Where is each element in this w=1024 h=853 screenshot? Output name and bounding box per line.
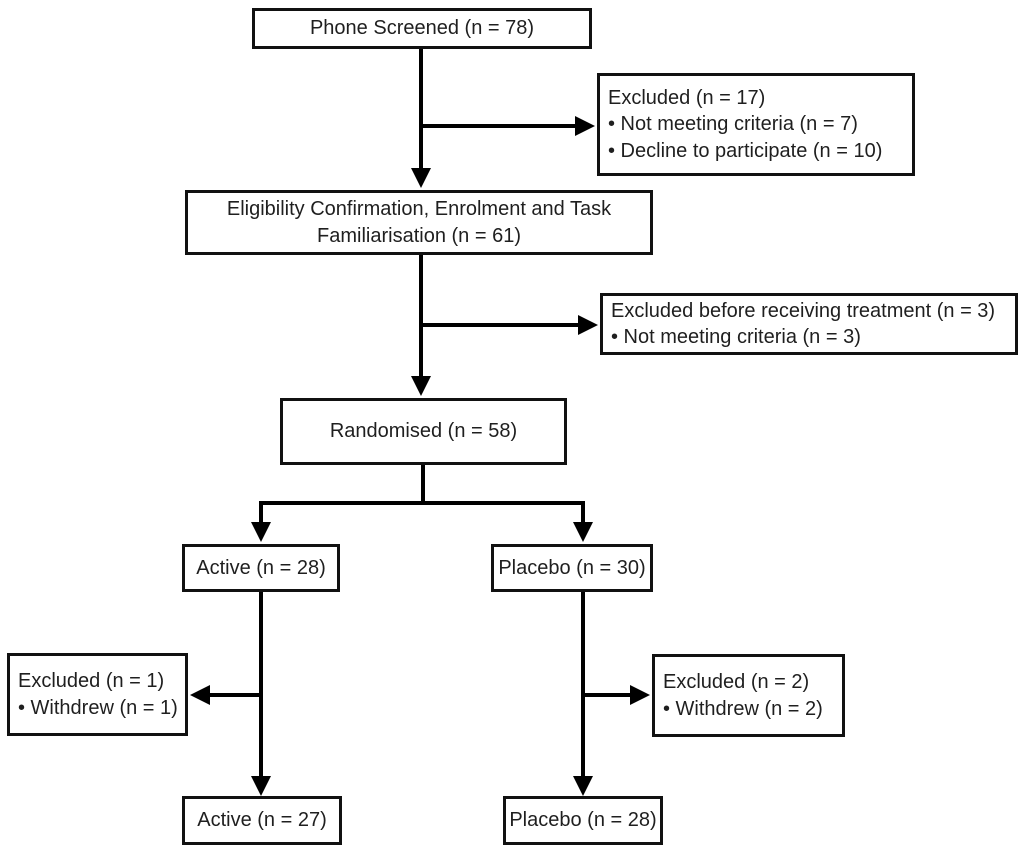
excluded-screening-bullet: • Not meeting criteria (n = 7) [608, 113, 858, 136]
excluded-placebo-title: Excluded (n = 2) [663, 671, 810, 694]
excluded-screening-bullet: • Decline to participate (n = 10) [608, 139, 883, 162]
box-excluded-active: Excluded (n = 1) • Withdrew (n = 1) [7, 653, 188, 736]
excluded-active-title: Excluded (n = 1) [18, 670, 165, 693]
box-eligibility-enrolment: Eligibility Confirmation, Enrolment and … [185, 190, 653, 255]
box-placebo-final: Placebo (n = 28) [503, 796, 663, 845]
randomised-label: Randomised (n = 58) [329, 420, 518, 443]
box-excluded-before-treatment: Excluded before receiving treatment (n =… [600, 293, 1018, 355]
excluded-before-treatment-title: Excluded before receiving treatment (n =… [611, 299, 996, 322]
box-excluded-placebo: Excluded (n = 2) • Withdrew (n = 2) [652, 654, 845, 737]
box-placebo-allocation: Placebo (n = 30) [491, 544, 653, 592]
excluded-screening-title: Excluded (n = 17) [608, 86, 766, 109]
box-randomised: Randomised (n = 58) [280, 398, 567, 465]
placebo-final-label: Placebo (n = 28) [509, 809, 657, 832]
excluded-before-treatment-bullet: • Not meeting criteria (n = 3) [611, 326, 861, 348]
box-active-allocation: Active (n = 28) [182, 544, 340, 592]
placebo-allocation-label: Placebo (n = 30) [498, 556, 646, 579]
box-active-final: Active (n = 27) [182, 796, 342, 845]
box-excluded-screening: Excluded (n = 17) • Not meeting criteria… [597, 73, 915, 176]
eligibility-enrolment-label: Eligibility Confirmation, Enrolment and … [226, 198, 612, 247]
excluded-active-bullet: • Withdrew (n = 1) [18, 696, 178, 719]
box-phone-screened: Phone Screened (n = 78) [252, 8, 592, 49]
active-allocation-label: Active (n = 28) [196, 556, 326, 579]
active-final-label: Active (n = 27) [197, 809, 327, 832]
phone-screened-label: Phone Screened (n = 78) [309, 17, 535, 40]
excluded-placebo-bullet: • Withdrew (n = 2) [663, 697, 823, 720]
